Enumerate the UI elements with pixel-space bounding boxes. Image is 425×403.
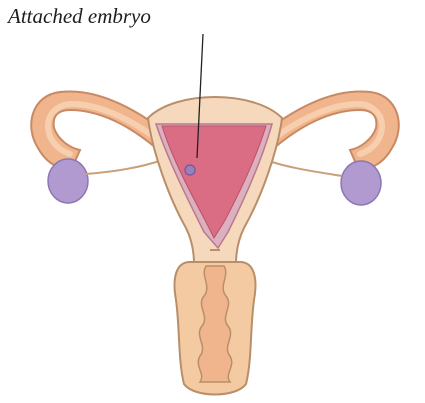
right-fallopian-tube xyxy=(270,91,399,168)
right-ovary xyxy=(341,161,381,205)
right-ovarian-ligament xyxy=(266,160,342,176)
callout-label: Attached embryo xyxy=(8,4,151,29)
left-fallopian-tube xyxy=(31,91,160,168)
embryo-dot xyxy=(185,165,195,175)
left-ovarian-ligament xyxy=(86,160,162,174)
left-ovary xyxy=(48,159,88,203)
